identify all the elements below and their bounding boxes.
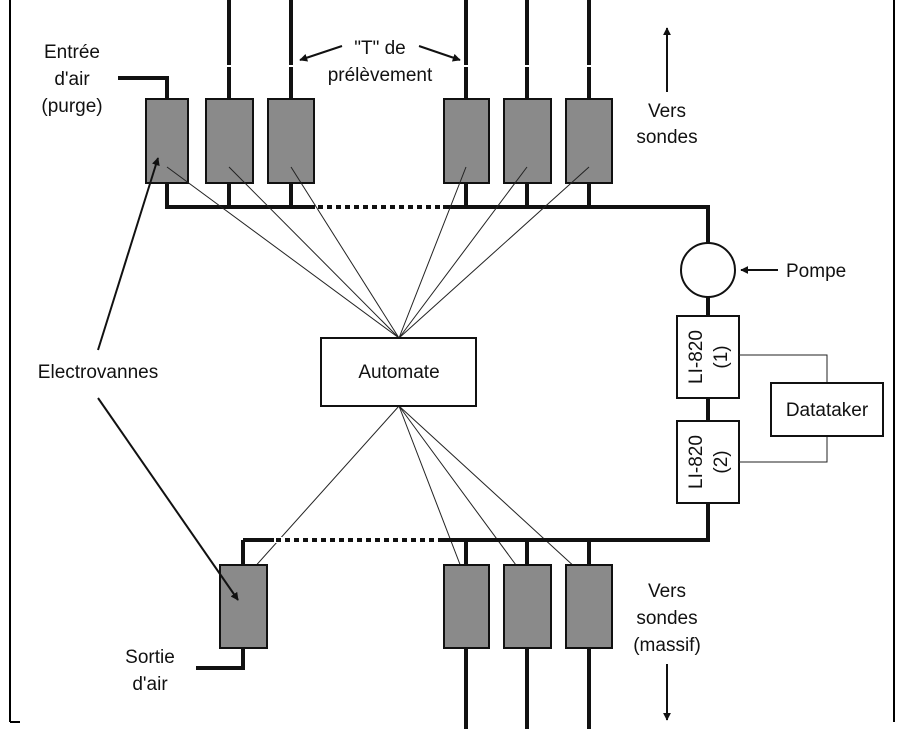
control-wires	[166, 166, 590, 581]
top-probe-lines	[227, 0, 591, 99]
probes-bottom-line3: (massif)	[633, 635, 701, 656]
valve-top-4	[443, 98, 490, 184]
bottom-collector-pipe	[464, 540, 591, 565]
analyzer-1-label: LI-820	[686, 330, 707, 384]
valve-bottom-2	[443, 564, 490, 649]
datalogger-label: Datataker	[786, 400, 869, 421]
purge-inlet-pipe	[118, 76, 169, 99]
controller-box	[320, 337, 477, 407]
analyzer-1-box	[676, 315, 740, 399]
annotation-arrows	[97, 27, 778, 721]
pump-circle	[680, 242, 736, 298]
valves-label: Electrovannes	[38, 362, 158, 383]
datalogger-box	[770, 382, 884, 437]
analyzer-2-label: LI-820	[686, 435, 707, 489]
outlet-pipe	[196, 648, 245, 670]
pump-label: Pompe	[786, 261, 846, 282]
datalogger-wires	[739, 354, 828, 463]
valve-top-5	[503, 98, 552, 184]
analyzer-1-index: (1)	[711, 345, 732, 368]
figure-frame	[9, 0, 895, 723]
probes-top-line2: sondes	[636, 127, 697, 148]
inlet-label-line1: Entrée	[44, 42, 100, 63]
bottom-probe-lines	[464, 648, 591, 729]
tee-label-line1: "T" de	[354, 38, 406, 59]
valve-top-6	[565, 98, 613, 184]
inlet-label-line3: (purge)	[41, 96, 102, 117]
outlet-label-line2: d'air	[132, 674, 168, 695]
probes-bottom-line2: sondes	[636, 608, 697, 629]
inlet-label-line2: d'air	[54, 69, 90, 90]
tee-label-line2: prélèvement	[328, 65, 433, 86]
valve-top-3	[267, 98, 315, 184]
valve-bottom-4	[565, 564, 613, 649]
outlet-label-line1: Sortie	[125, 647, 175, 668]
controller-label: Automate	[358, 362, 439, 383]
valve-bottom-3	[503, 564, 552, 649]
probes-bottom-line1: Vers	[648, 581, 686, 602]
valve-purge	[145, 98, 189, 184]
valve-outlet	[219, 564, 268, 649]
analyzer-chain-pipe	[241, 294, 710, 565]
analyzer-2-index: (2)	[711, 450, 732, 473]
probes-top-line1: Vers	[648, 101, 686, 122]
valve-top-2	[205, 98, 254, 184]
top-collector-pipe	[165, 183, 710, 255]
